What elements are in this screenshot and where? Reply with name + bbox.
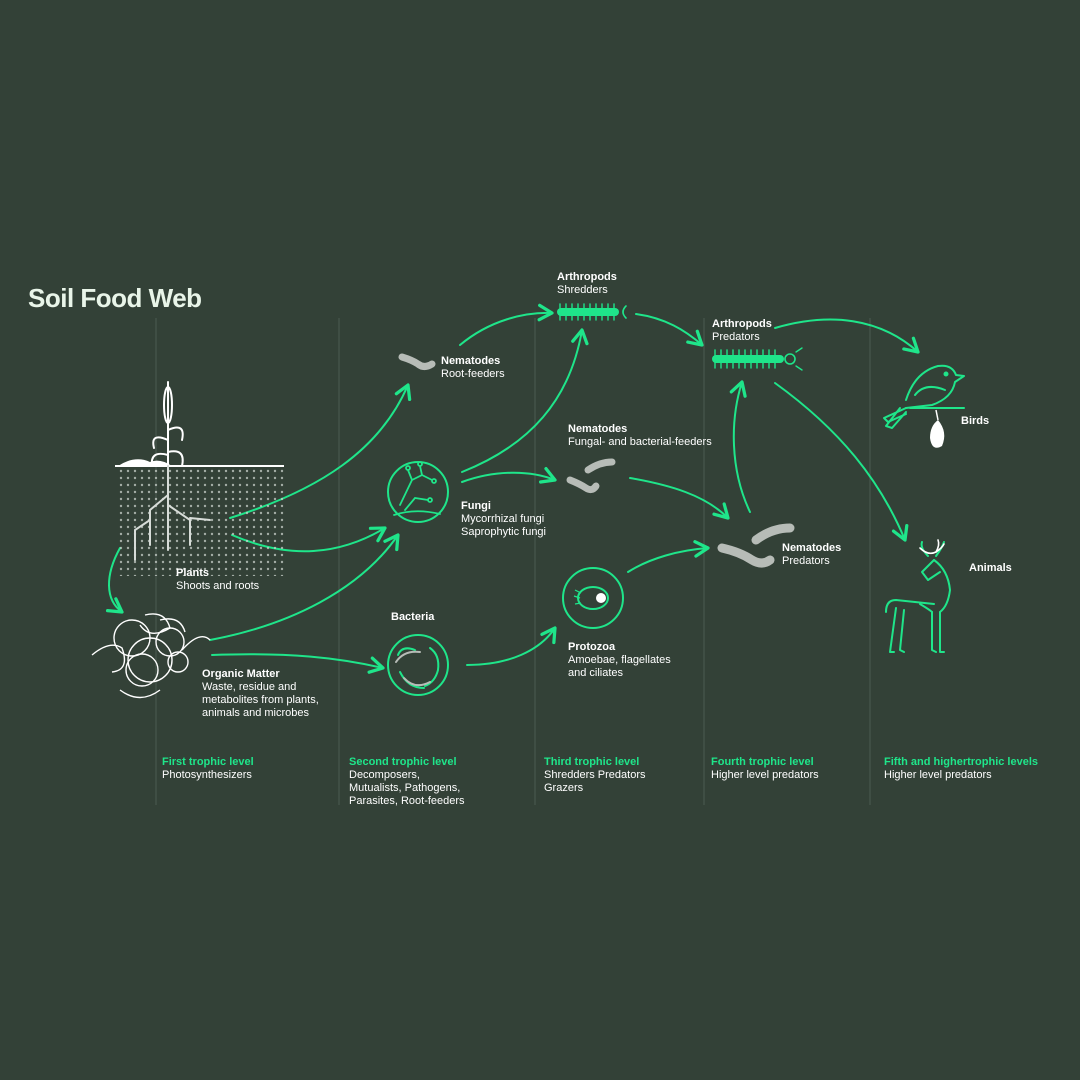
arrow-bacteria-to-protozoa bbox=[466, 626, 557, 666]
nematode-predator-icon bbox=[717, 523, 795, 568]
protozoa-icon bbox=[562, 567, 624, 629]
arrow-nematodes-predators-to-arthropods bbox=[729, 380, 751, 513]
arthropod-predator-icon bbox=[712, 347, 803, 371]
arrow-organic-to-bacteria bbox=[211, 653, 385, 674]
nematodes-root-title: Nematodes bbox=[441, 355, 501, 367]
arrow-arthropods-to-predators bbox=[635, 313, 704, 347]
protozoa-subtitle: Amoebae, flagellates and ciliates bbox=[568, 654, 671, 679]
arthropod-shredder-icon bbox=[557, 303, 627, 321]
column-dividers bbox=[155, 318, 871, 805]
birds-title: Birds bbox=[961, 415, 990, 427]
arrow-organic-to-fungi bbox=[209, 533, 400, 641]
nematode-fb-icon bbox=[566, 458, 616, 494]
nematodes-root-subtitle: Root-feeders bbox=[441, 368, 505, 380]
nematodes-fb-title: Nematodes bbox=[568, 423, 628, 435]
organic-matter-title: Organic Matter bbox=[202, 668, 280, 680]
organic-matter-label: Organic Matter Waste, residue and metabo… bbox=[202, 668, 319, 720]
antler-icon bbox=[919, 539, 945, 555]
trophic-level-4-description: Higher level predators bbox=[711, 769, 819, 781]
arrow-nematodes-root-to-arthropods bbox=[459, 303, 554, 346]
fungi-label: Fungi Mycorrhizal fungi Saprophytic fung… bbox=[461, 500, 546, 539]
plant-roots-icon bbox=[115, 381, 284, 576]
nematodes-fb-subtitle: Fungal- and bacterial-feeders bbox=[568, 436, 712, 448]
bacteria-icon bbox=[387, 634, 449, 696]
trophic-level-1-heading: First trophic level bbox=[162, 756, 254, 768]
organic-matter-icon bbox=[91, 613, 211, 699]
trophic-level-5: Fifth and highertrophic levels Higher le… bbox=[884, 756, 1038, 782]
arrow-fungi-to-nematodes-fb bbox=[461, 467, 557, 484]
trophic-level-1: First trophic level Photosynthesizers bbox=[162, 756, 254, 782]
trophic-level-2-heading: Second trophic level bbox=[349, 756, 457, 768]
nematodes-predators-subtitle: Predators bbox=[782, 555, 830, 567]
arthropods-shredders-label: Arthropods Shredders bbox=[557, 271, 617, 297]
arthropods-shredders-title: Arthropods bbox=[557, 271, 617, 283]
protozoa-label: Protozoa Amoebae, flagellates and ciliat… bbox=[568, 641, 671, 680]
trophic-level-3-description: Shredders Predators Grazers bbox=[544, 769, 646, 794]
arthropods-predators-title: Arthropods bbox=[712, 318, 772, 330]
plants-label: Plants Shoots and roots bbox=[176, 567, 259, 593]
plants-title: Plants bbox=[176, 567, 210, 579]
trophic-level-4-heading: Fourth trophic level bbox=[711, 756, 814, 768]
trophic-level-5-heading: Fifth and highertrophic levels bbox=[884, 756, 1039, 768]
animals-title: Animals bbox=[969, 562, 1012, 574]
arthropods-shredders-subtitle: Shredders bbox=[557, 284, 608, 296]
plants-subtitle: Shoots and roots bbox=[176, 580, 260, 592]
nematode-root-icon bbox=[398, 353, 436, 370]
bacteria-title: Bacteria bbox=[391, 611, 435, 623]
birds-label: Birds bbox=[961, 415, 989, 428]
bacteria-label: Bacteria bbox=[391, 611, 434, 624]
trophic-level-1-description: Photosynthesizers bbox=[162, 769, 252, 781]
deer-icon bbox=[885, 541, 951, 653]
organic-matter-subtitle: Waste, residue and metabolites from plan… bbox=[202, 681, 319, 719]
leaf-icon bbox=[930, 409, 945, 448]
arrow-arthropods-to-animals bbox=[774, 382, 909, 542]
arthropods-predators-label: Arthropods Predators bbox=[712, 318, 772, 344]
trophic-level-5-description: Higher level predators bbox=[884, 769, 992, 781]
arrow-fungi-to-arthropods bbox=[461, 328, 589, 473]
arrow-nematodes-fb-to-predators bbox=[629, 477, 730, 520]
trophic-level-3: Third trophic level Shredders Predators … bbox=[544, 756, 646, 795]
fungi-subtitle: Mycorrhizal fungi Saprophytic fungi bbox=[461, 513, 546, 538]
trophic-level-2: Second trophic level Decomposers, Mutual… bbox=[349, 756, 465, 808]
nematodes-predators-title: Nematodes bbox=[782, 542, 842, 554]
nematodes-root-label: Nematodes Root-feeders bbox=[441, 355, 505, 381]
arrow-plants-to-organic-matter bbox=[105, 547, 124, 614]
nematodes-predators-label: Nematodes Predators bbox=[782, 542, 841, 568]
nematodes-fb-label: Nematodes Fungal- and bacterial-feeders bbox=[568, 423, 712, 449]
bird-icon bbox=[883, 364, 965, 429]
arrow-arthropods-to-birds bbox=[774, 318, 920, 354]
page-title: Soil Food Web bbox=[28, 283, 202, 313]
animals-label: Animals bbox=[969, 562, 1012, 575]
trophic-level-2-description: Decomposers, Mutualists, Pathogens, Para… bbox=[349, 769, 465, 807]
trophic-level-4: Fourth trophic level Higher level predat… bbox=[711, 756, 819, 782]
fungi-icon bbox=[387, 461, 449, 523]
trophic-level-3-heading: Third trophic level bbox=[544, 756, 640, 768]
arrow-protozoa-to-nematodes-predators bbox=[627, 540, 710, 573]
protozoa-title: Protozoa bbox=[568, 641, 616, 653]
arthropods-predators-subtitle: Predators bbox=[712, 331, 760, 343]
fungi-title: Fungi bbox=[461, 500, 491, 512]
